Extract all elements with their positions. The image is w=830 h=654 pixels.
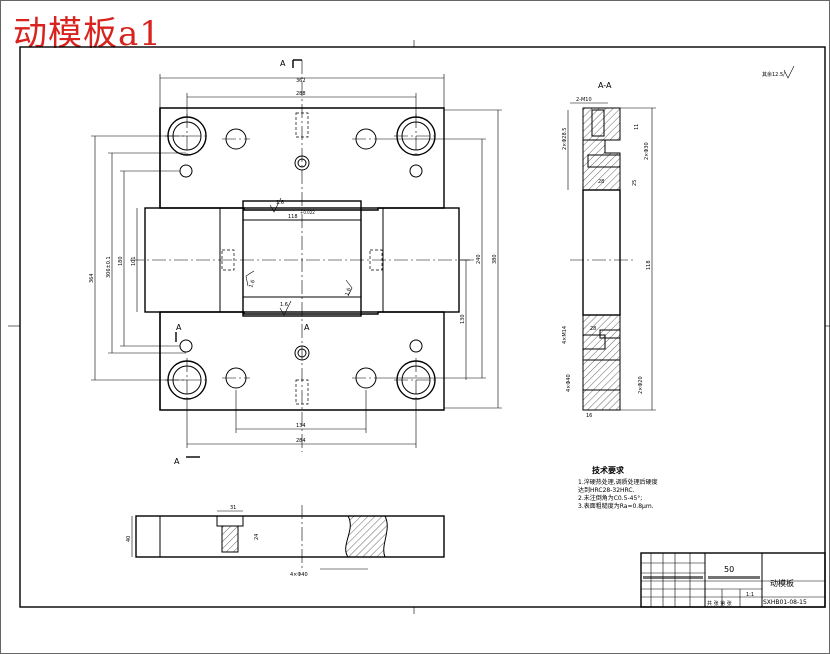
bottom-dim-h1: 40 xyxy=(126,536,132,542)
sec-dim-small: 28 xyxy=(590,326,596,332)
rough-c: 1.6 xyxy=(248,279,256,289)
sec-dim-top: 2-M10 xyxy=(576,97,592,103)
bottom-dim-h2: 24 xyxy=(254,534,260,540)
dim-height-left-outer: 364 xyxy=(89,273,95,283)
sec-dim-d10: 16 xyxy=(586,413,592,419)
technical-notes: 技术要求 1.淬硬热处理,调质处理后硬度 达到HRC28-32HRC. 2.未注… xyxy=(578,465,658,510)
svg-text:其余12.5/: 其余12.5/ xyxy=(762,71,785,78)
rough-a: 1.6 xyxy=(276,200,284,206)
dim-height-left-inner1: 180 xyxy=(118,256,124,266)
title-block: 50 动模板 SXHB01-08-15 1:1 共 张 第 张 xyxy=(640,552,826,608)
bottom-view: 31 40 24 4×Φ40 xyxy=(126,505,445,578)
cut-label-left: A xyxy=(176,323,182,332)
dim-pocket-width: 118 xyxy=(288,214,298,220)
dim-height-left-mid: 306±0.1 xyxy=(106,256,112,278)
sec-dim-d4: 28 xyxy=(598,179,604,185)
tb-sheet-info: 共 张 第 张 xyxy=(707,600,732,607)
notes-line-4: 3.表面粗糙度为Ra=0.8μm. xyxy=(578,502,654,510)
rough-d: 1.6 xyxy=(344,287,352,297)
notes-line-1: 1.淬硬热处理,调质处理后硬度 xyxy=(578,478,658,486)
notes-title: 技术要求 xyxy=(592,465,625,475)
cut-label-bottom: A xyxy=(174,457,180,466)
dim-height-right-outer: 380 xyxy=(492,254,498,264)
sec-dim-d3: 2×Φ20 xyxy=(638,376,644,394)
sec-dim-d1: 2×Φ28.5 xyxy=(562,128,568,150)
sec-dim-d2: 2×Φ30 xyxy=(644,142,650,160)
dim-overall-width: 362 xyxy=(296,78,306,84)
dim-height-right-inner: 130 xyxy=(460,314,466,324)
section-title: A-A xyxy=(598,81,612,90)
cut-label-top: A xyxy=(280,59,286,68)
dim-pocket-tol: +0.022 xyxy=(300,210,315,215)
tb-material: 50 xyxy=(724,565,734,574)
sec-dim-d8: 4×M14 xyxy=(562,326,568,344)
plan-view: A A A A 362 288 134 284 364 306±0.1 xyxy=(89,59,502,466)
cut-label-mid: A xyxy=(304,323,310,332)
sec-dim-d5: 11 xyxy=(634,124,640,130)
dim-height-right-mid: 240 xyxy=(476,254,482,264)
rough-b: 1.6 xyxy=(280,302,288,308)
sec-dim-d7: 118 xyxy=(646,260,652,270)
guide-hole-tr xyxy=(394,114,438,158)
dim-hole-pitch-bottom: 284 xyxy=(296,438,306,444)
roughness-note: 其余12.5/ xyxy=(762,65,795,79)
dim-bottom-short: 134 xyxy=(296,423,306,429)
bottom-dim-tol: 4×Φ40 xyxy=(290,572,308,578)
tb-part-name: 动模板 xyxy=(770,578,794,588)
section-view: A-A 2-M10 2×Φ28.5 11 2×Φ30 25 28 118 4×M… xyxy=(562,81,656,419)
tb-drawing-no: SXHB01-08-15 xyxy=(763,599,807,606)
notes-line-3: 2.未注倒角为C0.5-45°; xyxy=(578,494,642,502)
sec-dim-d9: 4×Φ40 xyxy=(566,374,572,392)
notes-line-2: 达到HRC28-32HRC. xyxy=(578,486,635,494)
bottom-dim-w1: 31 xyxy=(230,505,236,511)
sec-dim-d6: 25 xyxy=(632,180,638,186)
tb-scale: 1:1 xyxy=(746,592,754,598)
guide-hole-br xyxy=(394,358,438,402)
dim-height-left-inner2: 101 xyxy=(131,256,137,266)
dim-hole-pitch-top: 288 xyxy=(296,91,306,97)
